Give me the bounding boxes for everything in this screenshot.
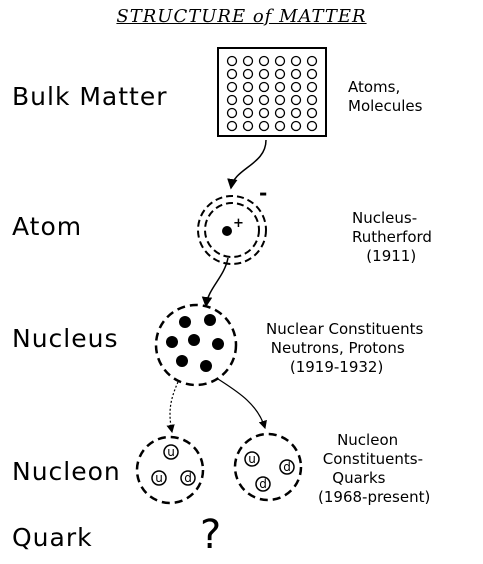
lattice-atom — [274, 81, 286, 93]
lattice-atom — [242, 81, 254, 93]
lattice-atom — [242, 55, 254, 67]
lattice-atom — [306, 94, 318, 106]
lattice-atom — [226, 107, 238, 119]
lattice-atom — [226, 68, 238, 80]
lattice-atom — [274, 94, 286, 106]
arrow-bulk-to-atom — [227, 139, 267, 190]
lattice-atom — [258, 120, 270, 132]
lattice-atom — [290, 120, 302, 132]
arrow-atom-to-nucleus — [201, 257, 229, 308]
lattice-atom — [258, 68, 270, 80]
level-label-bulk-matter: Bulk Matter — [12, 82, 168, 111]
lattice-atom — [306, 120, 318, 132]
lattice-atom — [290, 81, 302, 93]
lattice-atom — [306, 68, 318, 80]
arrow-nucleus-to-nucleon-right — [217, 378, 267, 430]
quarks-left: u u d — [151, 444, 196, 486]
nucleon-dots — [166, 314, 224, 372]
lattice-atom — [290, 107, 302, 119]
lattice-atom — [226, 120, 238, 132]
level-label-atom: Atom — [12, 212, 83, 241]
quark-left-3: d — [184, 471, 192, 485]
lattice-atom — [258, 94, 270, 106]
lattice-atom — [274, 120, 286, 132]
lattice-atom — [306, 81, 318, 93]
note-atom: Nucleus- Rutherford (1911) — [352, 209, 432, 265]
note-nucleon: Nucleon Constituents- Quarks (1968-prese… — [318, 431, 431, 506]
lattice-atom — [258, 107, 270, 119]
quark-left-2: u — [155, 471, 163, 485]
atom-inner-shell — [204, 202, 260, 258]
lattice-atom — [226, 81, 238, 93]
quarks-right: u d d — [244, 451, 295, 492]
note-bulk-matter: Atoms, Molecules — [348, 78, 423, 115]
quark-right-1: u — [248, 452, 256, 466]
atom-nucleus-dot — [222, 226, 232, 236]
nucleon-left-boundary — [135, 435, 205, 505]
level-label-quark: Quark — [12, 523, 93, 552]
lattice-atom — [274, 107, 286, 119]
diagram-title: STRUCTURE of MATTER — [116, 6, 367, 27]
lattice-atom — [290, 94, 302, 106]
lattice-atom — [306, 107, 318, 119]
nucleon-right-boundary — [233, 432, 303, 502]
arrow-nucleus-to-nucleon-left — [166, 381, 179, 434]
lattice-atom — [306, 55, 318, 67]
lattice-atom — [290, 68, 302, 80]
lattice-atom — [242, 94, 254, 106]
quark-right-3: d — [259, 477, 267, 491]
quark-left-1: u — [167, 445, 175, 459]
quark-question-mark: ? — [200, 512, 222, 558]
lattice-atom — [290, 55, 302, 67]
atom-plus-sign: + — [233, 216, 244, 231]
lattice-atom — [226, 94, 238, 106]
lattice-atom — [242, 68, 254, 80]
lattice-atoms — [226, 55, 318, 132]
atom-outer-shell — [197, 195, 267, 265]
lattice-atom — [258, 55, 270, 67]
lattice-atom — [274, 68, 286, 80]
atom-minus-sign: - — [259, 181, 267, 205]
lattice-atom — [242, 120, 254, 132]
level-label-nucleon: Nucleon — [12, 457, 121, 486]
lattice-atom — [226, 55, 238, 67]
nucleus-boundary — [154, 303, 238, 387]
lattice-atom — [242, 107, 254, 119]
level-label-nucleus: Nucleus — [12, 324, 119, 353]
lattice-atom — [274, 55, 286, 67]
lattice-atom — [258, 81, 270, 93]
quark-right-2: d — [283, 460, 291, 474]
note-nucleus: Nuclear Constituents Neutrons, Protons (… — [266, 320, 424, 376]
